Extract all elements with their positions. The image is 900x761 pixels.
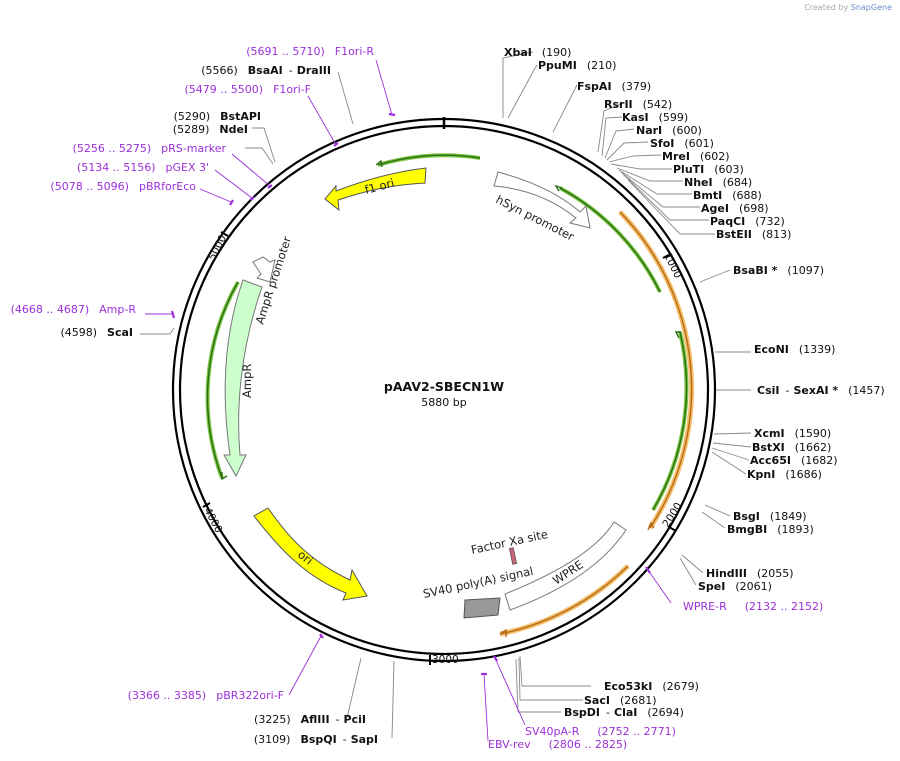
leader-lines <box>140 51 752 739</box>
site-saci: SacI(2681) <box>584 694 657 707</box>
site-scai: (4598)ScaI <box>60 326 133 339</box>
primer-prs-marker: (5256 .. 5275)pRS-marker <box>73 142 227 155</box>
site-xcmi: XcmI(1590) <box>754 427 831 440</box>
site-bsaai-draiii: (5566)BsaAI-DraIII <box>201 64 331 77</box>
feature-f1-ori[interactable]: f1 ori <box>324 167 427 212</box>
feature-label-ampr: AmpR <box>240 364 254 398</box>
primer-pbr322ori-f: (3366 .. 3385)pBR322ori-F <box>128 689 284 702</box>
site-ndei: (5289)NdeI <box>173 123 248 136</box>
tick-label-3000: 3000 <box>432 654 459 666</box>
primer-sv40pa-r: SV40pA-R(2752 .. 2771) <box>525 725 676 738</box>
site-paqci: PaqCI(732) <box>710 215 785 228</box>
primer-f1ori-f: (5479 .. 5500)F1ori-F <box>185 83 312 96</box>
site-bmti: BmtI(688) <box>693 189 762 202</box>
site-kpni: KpnI(1686) <box>747 468 822 481</box>
site-bsgi: BsgI(1849) <box>733 510 806 523</box>
site-rsrii: RsrII(542) <box>604 98 672 111</box>
feature-hsyn-promoter[interactable]: hSyn promoter <box>493 171 591 244</box>
site-bmgbi: BmgBI(1893) <box>727 523 814 536</box>
site-afliii-pcii: (3225)AflIII-PciI <box>254 713 366 726</box>
snapgene-credit: Created by SnapGene <box>804 3 892 12</box>
primer-wpre-r: WPRE-R(2132 .. 2152) <box>683 600 823 613</box>
site-csii-sexai: CsiI-SexAI *(1457) <box>757 384 885 397</box>
site-bsabi: BsaBI *(1097) <box>733 264 824 277</box>
site-sfoi: SfoI(601) <box>650 137 714 150</box>
site-agei: AgeI(698) <box>701 202 769 215</box>
site-bstxi: BstXI(1662) <box>752 441 831 454</box>
site-bspqi-sapi: (3109)BspQI-SapI <box>254 733 378 746</box>
site-nhei: NheI(684) <box>684 176 752 189</box>
site-econi: EcoNI(1339) <box>754 343 835 356</box>
site-bspdi-clai: BspDI-ClaI(2694) <box>564 706 684 719</box>
feature-factor-xa-site[interactable]: Factor Xa site <box>470 527 549 565</box>
site-kasi: KasI(599) <box>622 111 688 124</box>
site-hindiii: HindIII(2055) <box>706 567 794 580</box>
feature-ampr[interactable]: AmpR <box>223 279 263 478</box>
primer-ebv-rev: EBV-rev(2806 .. 2825) <box>488 738 627 751</box>
primer-pgex-3: (5134 .. 5156)pGEX 3' <box>77 161 209 174</box>
primer-leader-lines <box>145 59 672 742</box>
primer-pbrforeco: (5078 .. 5096)pBRforEco <box>50 180 196 193</box>
site-eco53ki: Eco53kI(2679) <box>604 680 699 693</box>
site-mrei: MreI(602) <box>662 150 730 163</box>
tick-label-4000: 4000 <box>201 506 224 535</box>
feature-label-ampr-promoter: AmpR promoter <box>253 234 295 325</box>
orf-arcs <box>205 153 695 637</box>
plasmid-length: 5880 bp <box>421 396 466 409</box>
feature-label-f1-ori: f1 ori <box>363 176 396 197</box>
site-acc65i: Acc65I(1682) <box>750 454 838 467</box>
primer-f1ori-r: (5691 .. 5710)F1ori-R <box>246 45 374 58</box>
feature-label-factor-xa-site: Factor Xa site <box>470 527 549 557</box>
site-nari: NarI(600) <box>636 124 702 137</box>
site-xbai: XbaI(190) <box>504 46 571 59</box>
site-spei: SpeI(2061) <box>698 580 772 593</box>
primer-amp-r: (4668 .. 4687)Amp-R <box>11 303 137 316</box>
snapgene-logo: SnapGene <box>850 3 892 12</box>
site-bsteii: BstEII(813) <box>716 228 791 241</box>
tick-label-5000: 5000 <box>206 233 229 262</box>
plasmid-name: pAAV2-SBECN1W <box>384 379 504 394</box>
feature-ori[interactable]: ori <box>253 507 368 601</box>
site-pluti: PluTI(603) <box>673 163 744 176</box>
site-ppumi: PpuMI(210) <box>538 59 616 72</box>
feature-ampr-promoter[interactable]: AmpR promoter <box>252 234 295 326</box>
site-fspai: FspAI(379) <box>577 80 651 93</box>
site-bstapi: (5290)BstAPI <box>174 110 261 123</box>
